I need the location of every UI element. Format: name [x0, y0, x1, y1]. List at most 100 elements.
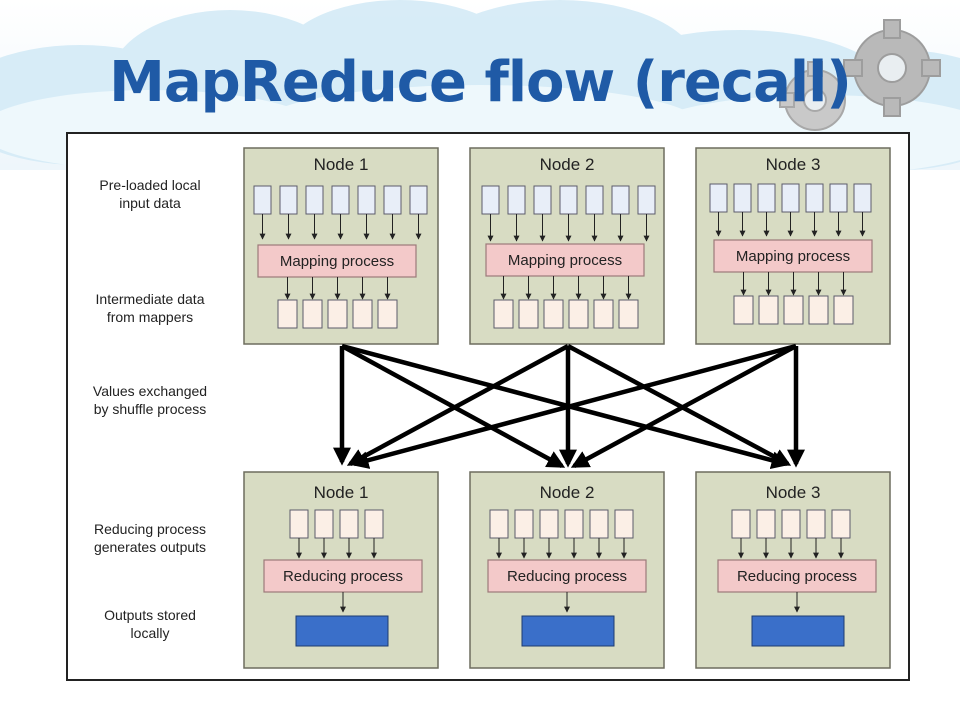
- small-gear-icon: [779, 61, 846, 131]
- map-node-1-process-label: Mapping process: [280, 253, 394, 270]
- data-block: [539, 509, 559, 539]
- reduce-node-1-process-label: Reducing process: [283, 568, 403, 585]
- input-boxes: [731, 509, 851, 559]
- data-block: [614, 509, 634, 539]
- intermediate-block: [833, 295, 854, 325]
- data-block: [533, 185, 552, 215]
- input-boxes: [289, 509, 384, 559]
- reduce-node-3-output-box: [751, 615, 845, 647]
- data-block: [409, 185, 428, 215]
- data-block: [731, 509, 751, 539]
- data-block: [489, 509, 509, 539]
- label-intermediate-line1: Intermediate data: [96, 291, 205, 307]
- intermediate-block: [277, 299, 298, 329]
- map-node-3-process-label: Mapping process: [736, 248, 850, 265]
- data-block: [383, 185, 402, 215]
- reduce-node-3-process-label: Reducing process: [737, 568, 857, 585]
- intermediate-block: [618, 299, 639, 329]
- intermediate-boxes: [277, 277, 398, 329]
- data-block: [585, 185, 604, 215]
- data-block: [831, 509, 851, 539]
- reduce-node-3-process-box: [717, 559, 877, 593]
- left-labels: Pre-loaded local input data Intermediate…: [93, 177, 207, 641]
- reduce-node-2-process-box: [487, 559, 647, 593]
- map-node-3-title: Node 3: [766, 155, 821, 174]
- intermediate-block: [543, 299, 564, 329]
- intermediate-block: [518, 299, 539, 329]
- data-block: [339, 509, 359, 539]
- data-block: [314, 509, 334, 539]
- shuffle-arrow-1-3: [341, 343, 790, 469]
- intermediate-block: [327, 299, 348, 329]
- label-outputs-line1: Outputs stored: [104, 607, 196, 623]
- reduce-node-2-title: Node 2: [540, 483, 595, 502]
- data-block: [514, 509, 534, 539]
- intermediate-boxes: [493, 276, 639, 329]
- map-node-2-title: Node 2: [540, 155, 595, 174]
- diagram-frame: Pre-loaded local input data Intermediate…: [66, 132, 910, 681]
- reduce-node-3: Node 3 Reducing process: [695, 471, 891, 669]
- intermediate-block: [593, 299, 614, 329]
- label-reducing-line2: generates outputs: [94, 539, 206, 555]
- data-block: [481, 185, 500, 215]
- map-node-3: Node 3 Mapping process: [695, 147, 891, 345]
- data-block: [589, 509, 609, 539]
- shuffle-arrow-2-3: [566, 344, 792, 466]
- intermediate-block: [568, 299, 589, 329]
- intermediate-block: [733, 295, 754, 325]
- label-shuffle-line1: Values exchanged: [93, 383, 207, 399]
- intermediate-block: [808, 295, 829, 325]
- data-block: [733, 183, 752, 213]
- reduce-node-1-process-box: [263, 559, 423, 593]
- map-node-2-process-label: Mapping process: [508, 252, 622, 269]
- shuffle-arrow-2-1: [346, 344, 570, 466]
- data-block: [805, 183, 824, 213]
- reduce-node-2: Node 2 Reducing process: [469, 471, 665, 669]
- map-node-2: Node 2 Mapping process: [469, 147, 665, 345]
- shuffle-arrow-3-2: [570, 344, 798, 468]
- input-boxes: [489, 509, 634, 559]
- gear-icon: [843, 19, 941, 117]
- label-outputs-line2: locally: [131, 625, 170, 641]
- label-intermediate-line2: from mappers: [107, 309, 193, 325]
- data-block: [637, 185, 656, 215]
- map-node-1-title: Node 1: [314, 155, 369, 174]
- intermediate-block: [352, 299, 373, 329]
- data-block: [279, 185, 298, 215]
- data-block: [756, 509, 776, 539]
- intermediate-block: [783, 295, 804, 325]
- label-input-line1: Pre-loaded local: [99, 177, 200, 193]
- mapreduce-diagram: Pre-loaded local input data Intermediate…: [93, 147, 891, 669]
- data-block: [507, 185, 526, 215]
- data-block: [357, 185, 376, 215]
- map-node-2-process-box: [485, 243, 645, 277]
- data-block: [564, 509, 584, 539]
- reduce-node-1-output-box: [295, 615, 389, 647]
- data-block: [305, 185, 324, 215]
- label-shuffle-line2: by shuffle process: [94, 401, 207, 417]
- data-block: [289, 509, 309, 539]
- data-block: [331, 185, 350, 215]
- input-boxes: [253, 185, 428, 240]
- shuffle-arrows: [333, 343, 805, 469]
- reduce-node-2-process-label: Reducing process: [507, 568, 627, 585]
- intermediate-block: [493, 299, 514, 329]
- data-block: [559, 185, 578, 215]
- input-boxes: [709, 183, 872, 237]
- slide-title: MapReduce flow (recall): [109, 50, 852, 115]
- data-block: [709, 183, 728, 213]
- map-node-1: Node 1 Mapping process: [243, 147, 439, 345]
- data-block: [781, 509, 801, 539]
- data-block: [757, 183, 776, 213]
- intermediate-block: [302, 299, 323, 329]
- reduce-node-3-title: Node 3: [766, 483, 821, 502]
- data-block: [853, 183, 872, 213]
- input-boxes: [481, 185, 656, 242]
- data-block: [253, 185, 272, 215]
- intermediate-boxes: [733, 272, 854, 325]
- reduce-node-2-output-box: [521, 615, 615, 647]
- data-block: [781, 183, 800, 213]
- label-input-line2: input data: [119, 195, 181, 211]
- shuffle-arrow-3-1: [350, 343, 797, 469]
